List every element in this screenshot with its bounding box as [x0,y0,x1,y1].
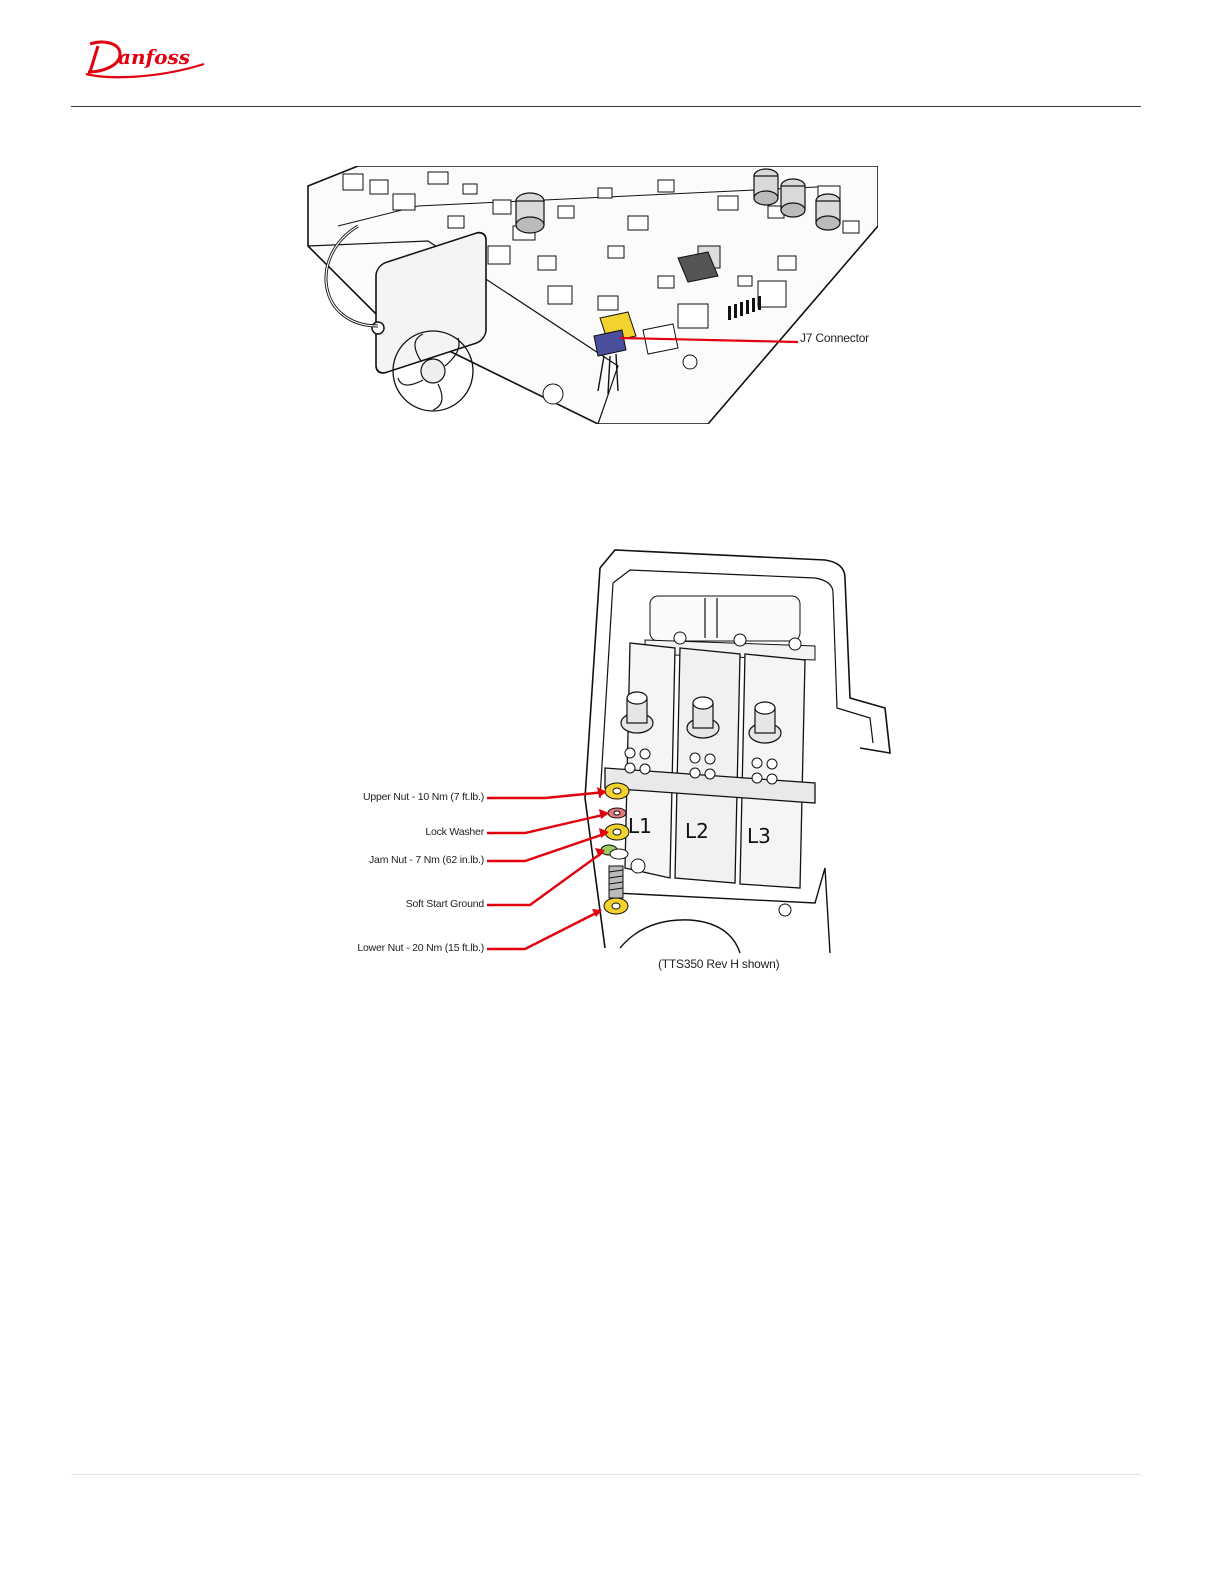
header-divider [71,106,1141,107]
phase-label-l3: L3 [747,824,771,848]
svg-text:anfoss: anfoss [118,45,190,69]
pcb-illustration [298,166,878,424]
phase-label-l1: L1 [628,814,652,838]
callout-upper-nut: Upper Nut - 10 Nm (7 ft.lb.) [363,791,484,803]
figure-caption: (TTS350 Rev H shown) [658,957,779,971]
terminal-illustration: L1 L2 L3 [345,548,905,976]
danfoss-logo: anfoss [80,34,208,82]
phase-label-l2: L2 [685,819,709,843]
callout-lock-washer: Lock Washer [425,826,484,838]
callout-jam-nut: Jam Nut - 7 Nm (62 in.lb.) [369,854,484,866]
callout-lower-nut: Lower Nut - 20 Nm (15 ft.lb.) [357,942,484,954]
callout-soft-start-ground: Soft Start Ground [406,898,484,910]
j7-connector-label: J7 Connector [800,331,869,345]
footer-divider [71,1474,1141,1475]
